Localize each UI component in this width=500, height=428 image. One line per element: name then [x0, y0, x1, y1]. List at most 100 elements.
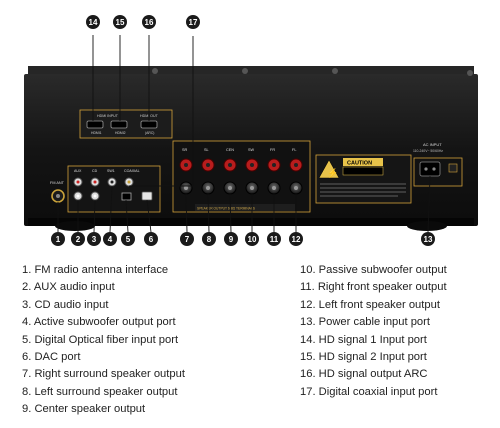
svg-text:⚡: ⚡	[327, 167, 338, 179]
power-socket	[419, 161, 441, 177]
cd-label: CD	[92, 169, 98, 173]
callout-circle	[421, 232, 435, 246]
callout-circle	[186, 15, 200, 29]
leader-line	[109, 185, 113, 233]
legend-item: 10. Passive subwoofer output	[300, 264, 447, 276]
legend-item: 4. Active subwoofer output port	[22, 316, 176, 329]
legend-right-column: 10. Passive subwoofer output 11. Right f…	[300, 262, 447, 401]
speaker-terminal-label: SW	[248, 148, 255, 152]
callout-circle	[121, 232, 135, 246]
legend-item: 6. DAC port	[22, 351, 81, 364]
speaker-terminal-label: CEN	[226, 148, 234, 152]
callout-circle	[71, 232, 85, 246]
callout-marker-1: 1	[51, 232, 65, 246]
callout-marker-17: 17	[186, 15, 200, 29]
leader-line	[229, 193, 232, 233]
top-screws	[152, 68, 473, 76]
hdmi-input-label: HDMI INPUT	[97, 114, 119, 118]
legend-item: 2. AUX audio input	[22, 281, 115, 294]
callout-circle	[51, 232, 65, 246]
callout-circle	[87, 232, 101, 246]
legend-item: 12. Left front speaker output	[300, 298, 440, 311]
callout-marker-7: 7	[180, 232, 194, 246]
callout-marker-5: 5	[121, 232, 135, 246]
callout-number: 11	[270, 235, 279, 244]
callout-marker-6: 6	[144, 232, 158, 246]
chassis-feet	[55, 221, 447, 231]
chassis-top-lip	[28, 66, 474, 76]
leader-line	[125, 199, 129, 233]
leader-line	[207, 193, 210, 233]
legend-left-column: 1. FM radio antenna interface 2. AUX aud…	[22, 262, 185, 419]
callout-number: 10	[248, 235, 257, 244]
callout-number: 14	[89, 18, 98, 27]
callout-circle	[103, 232, 117, 246]
callout-number: 12	[292, 235, 301, 244]
callout-circle	[202, 232, 216, 246]
hdmi-arc-label: (ARC)	[145, 131, 154, 135]
ground-screw	[448, 163, 458, 173]
legend-item: 15. HD signal 2 Input port	[300, 351, 427, 364]
warning-triangle-icon	[318, 159, 340, 179]
legend-item: 7. Right surround speaker output	[22, 368, 185, 381]
fm-ant-label: FM ANT	[50, 181, 65, 185]
callout-marker-14: 14	[86, 15, 100, 29]
callout-marker-13: 13	[421, 232, 435, 246]
callout-marker-15: 15	[113, 15, 127, 29]
optical-port	[121, 192, 132, 201]
speaker-panel	[172, 140, 311, 213]
speaker-terminals: SR SL CEN SW FR FL	[179, 148, 303, 195]
ac-spec-label: 110-240V~ 50/60Hz	[413, 149, 443, 153]
callout-circle	[142, 15, 156, 29]
callout-number: 7	[185, 235, 190, 244]
speaker-terminal-label: SR	[182, 148, 188, 152]
callout-number: 3	[92, 235, 97, 244]
callout-number: 9	[229, 235, 234, 244]
legend-item: 3. CD audio input	[22, 298, 109, 311]
callout-marker-10: 10	[245, 232, 259, 246]
legend-item: 11. Right front speaker output	[300, 281, 447, 294]
legend-item: 5. Digital Optical fiber input port	[22, 333, 179, 346]
leader-line	[427, 175, 431, 233]
callout-circle	[180, 232, 194, 246]
bottom-leader-lines	[57, 175, 431, 233]
legend-item: 8. Left surround speaker output	[22, 385, 178, 398]
callout-marker-11: 11	[267, 232, 281, 246]
legend-item: 1. FM radio antenna interface	[22, 264, 169, 276]
callout-number: 17	[189, 18, 198, 27]
callout-marker-8: 8	[202, 232, 216, 246]
callout-number: 16	[145, 18, 154, 27]
callout-circle	[113, 15, 127, 29]
legend-item: 16. HD signal output ARC	[300, 368, 428, 381]
callout-number: 8	[207, 235, 212, 244]
caution-title: CAUTION	[347, 161, 372, 167]
chassis-base	[28, 218, 474, 226]
hdmi-ports	[86, 120, 158, 129]
callout-number: 2	[76, 235, 81, 244]
leader-line	[185, 193, 188, 233]
callout-circle	[289, 232, 303, 246]
callout-circle	[245, 232, 259, 246]
hdmi1-label: HDMI1	[91, 131, 102, 135]
speaker-terminal-label: FR	[270, 148, 275, 152]
legend-item: 17. Digital coaxial input port	[300, 385, 438, 398]
caution-badge	[343, 158, 383, 166]
amplifier-rear-panel-diagram: HDMI INPUT HDMI OUT HDMI1 HDMI2 (ARC) FM…	[24, 15, 478, 246]
speaker-strip-label: SPEAKER OUTPUT 6-8Ω TERMINALS	[197, 207, 256, 211]
ac-input-label: AC INPUT	[423, 142, 442, 147]
callout-circle	[144, 232, 158, 246]
legend-item: 9. Center speaker output	[22, 403, 146, 416]
leader-line	[146, 199, 152, 233]
speaker-terminal-label: FL	[292, 148, 296, 152]
callout-number: 4	[108, 235, 113, 244]
sw-label: SW1	[107, 169, 115, 173]
leader-line	[93, 199, 96, 233]
callout-circle	[86, 15, 100, 29]
legend-item: 13. Power cable input port	[300, 316, 430, 329]
callout-marker-4: 4	[103, 232, 117, 246]
callout-number: 13	[424, 235, 433, 244]
callout-number: 5	[126, 235, 131, 244]
speaker-terminal-label: SL	[204, 148, 209, 152]
hdmi2-label: HDMI2	[115, 131, 126, 135]
